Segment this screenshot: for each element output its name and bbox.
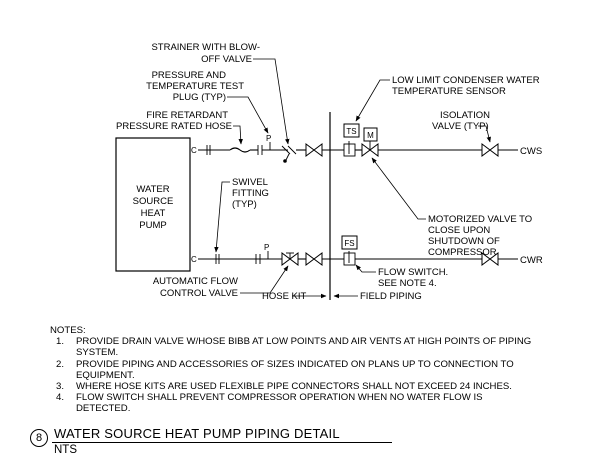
note-item: 4. FLOW SWITCH SHALL PREVENT COMPRESSOR … — [50, 392, 590, 414]
pt-plug-label-2: TEMPERATURE TEST — [146, 81, 244, 92]
note-number: 2. — [56, 358, 65, 370]
flow-switch-label-2: SEE NOTE 4. — [378, 278, 437, 289]
pt-plug-mark-return: P — [264, 243, 269, 252]
cwr-label: CWR — [520, 255, 543, 266]
note-number: 3. — [56, 381, 65, 393]
motorized-label-2: CLOSE UPON — [428, 225, 490, 236]
notes-list: 1. PROVIDE DRAIN VALVE W/HOSE BIBB AT LO… — [50, 336, 590, 414]
detail-number-circle: 8 — [30, 429, 48, 447]
piping-diagram: WATER SOURCE HEAT PUMP C C P TS — [115, 42, 543, 302]
title-block: 8 WATER SOURCE HEAT PUMP PIPING DETAIL N… — [30, 425, 410, 465]
return-connection-mark: C — [191, 255, 197, 264]
low-limit-label-2: TEMPERATURE SENSOR — [392, 86, 506, 97]
note-item: 3. WHERE HOSE KITS ARE USED FLEXIBLE PIP… — [50, 381, 590, 392]
note-line: PROVIDE PIPING AND ACCESSORIES OF SIZES … — [76, 358, 514, 370]
auto-flow-label-2: CONTROL VALVE — [160, 288, 238, 299]
swivel-label-2: FITTING — [232, 188, 269, 199]
note-line: FLOW SWITCH SHALL PREVENT COMPRESSOR OPE… — [76, 392, 483, 404]
swivel-label-1: SWIVEL — [232, 177, 268, 188]
isolation-label-1: ISOLATION — [440, 110, 490, 121]
note-line: PROVIDE DRAIN VALVE W/HOSE BIBB AT LOW P… — [76, 336, 532, 348]
note-number: 1. — [56, 336, 65, 348]
unit-label-line-3: HEAT — [141, 208, 166, 219]
auto-flow-label-1: AUTOMATIC FLOW — [153, 276, 238, 287]
hose-kit-label: HOSE KIT — [262, 291, 307, 302]
notes-heading: NOTES: — [50, 325, 86, 336]
pt-plug-label-3: PLUG (TYP) — [173, 92, 226, 103]
cws-label: CWS — [520, 146, 542, 157]
note-line: DETECTED. — [76, 403, 131, 415]
pt-plug-mark-supply: P — [266, 134, 271, 143]
note-item: 1. PROVIDE DRAIN VALVE W/HOSE BIBB AT LO… — [50, 336, 590, 358]
note-line: WHERE HOSE KITS ARE USED FLEXIBLE PIPE C… — [76, 381, 512, 393]
unit-label-line-2: SOURCE — [133, 196, 174, 207]
detail-title: WATER SOURCE HEAT PUMP PIPING DETAIL — [54, 426, 340, 441]
fs-tag: FS — [344, 239, 354, 248]
notes-section: NOTES: 1. PROVIDE DRAIN VALVE W/HOSE BIB… — [50, 325, 590, 415]
motorized-label-3: SHUTDOWN OF — [428, 236, 500, 247]
hose-label-1: FIRE RETARDANT — [146, 110, 228, 121]
note-number: 4. — [56, 392, 65, 404]
ts-tag: TS — [346, 127, 356, 136]
m-tag: M — [367, 131, 374, 140]
note-item: 2. PROVIDE PIPING AND ACCESSORIES OF SIZ… — [50, 359, 590, 381]
note-line: EQUIPMENT. — [76, 369, 135, 381]
return-line: P FS — [198, 235, 518, 266]
supply-line: P TS M — [198, 123, 518, 163]
supply-connection-mark: C — [191, 146, 197, 155]
pt-plug-label-1: PRESSURE AND — [152, 70, 227, 81]
low-limit-label-1: LOW LIMIT CONDENSER WATER — [392, 75, 540, 86]
motorized-label-1: MOTORIZED VALVE TO — [428, 214, 532, 225]
unit-label-line-1: WATER — [136, 184, 169, 195]
motorized-label-4: COMPRESSOR — [428, 247, 497, 258]
flow-switch-label-1: FLOW SWITCH. — [378, 267, 448, 278]
strainer-label-2: OFF VALVE — [201, 54, 252, 65]
note-line: SYSTEM. — [76, 347, 119, 359]
strainer-label-1: STRAINER WITH BLOW- — [151, 42, 260, 53]
isolation-label-2: VALVE (TYP) — [432, 121, 489, 132]
hose-label-2: PRESSURE RATED HOSE — [116, 121, 232, 132]
unit-label-line-4: PUMP — [139, 220, 166, 231]
swivel-label-3: (TYP) — [232, 199, 257, 210]
title-underline — [52, 442, 392, 443]
field-piping-label: FIELD PIPING — [360, 291, 422, 302]
heat-pump-unit-box — [115, 137, 191, 272]
detail-scale: NTS — [54, 444, 77, 456]
